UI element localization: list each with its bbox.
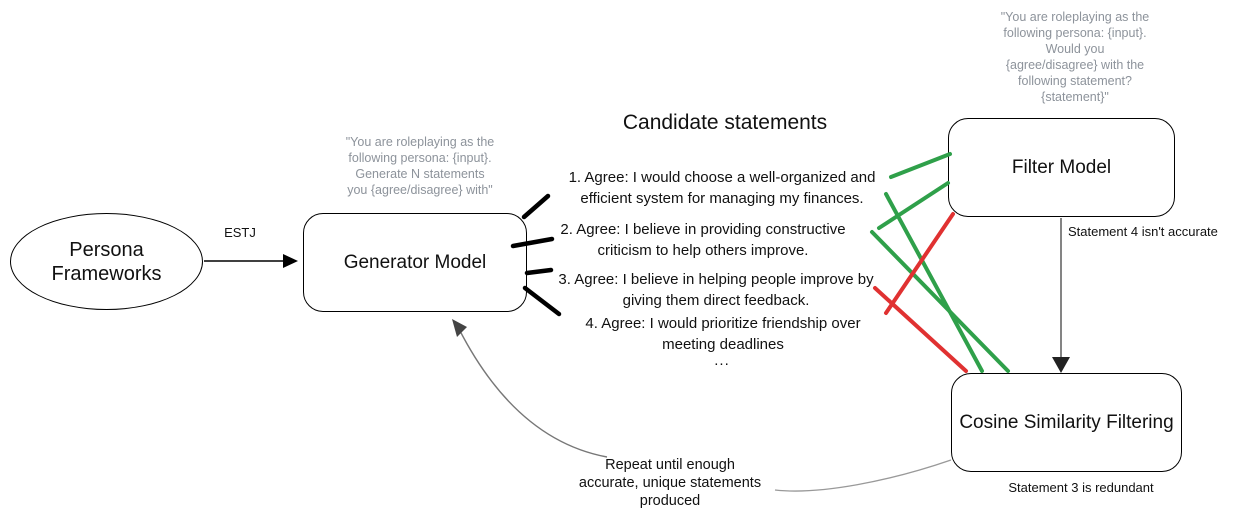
cosine-to-repeat-note-line: [774, 459, 952, 492]
candidate-statement-3: 3. Agree: I believe in helping people im…: [558, 271, 874, 309]
candidate-statements-ellipsis: ...: [714, 352, 730, 369]
candidate-statement-4: 4. Agree: I would prioritize friendship …: [585, 315, 861, 353]
filter-model-node: Filter Model: [948, 118, 1175, 217]
statement1-to-cosine-accept-line: [884, 192, 984, 373]
generator-prompt-text: "You are roleplaying as the following pe…: [345, 135, 495, 197]
generator-fan-stroke-1: [521, 193, 551, 220]
filter-verdict-label: Statement 4 isn't accurate: [1068, 224, 1218, 239]
cosine-filtering-label: Cosine Similarity Filtering: [959, 411, 1174, 433]
cosine-filtering-node: Cosine Similarity Filtering: [951, 373, 1182, 472]
filter-prompt-text: "You are roleplaying as the following pe…: [1000, 10, 1150, 104]
filter-model-label: Filter Model: [1011, 156, 1112, 178]
candidate-statement-2: 2. Agree: I believe in providing constru…: [560, 221, 846, 259]
persona-frameworks-label: Persona Frameworks: [51, 238, 162, 285]
persona-to-generator-arrowhead-icon: [283, 254, 298, 268]
statement1-to-filter-accept-line: [889, 152, 952, 179]
candidate-statement-1: 1. Agree: I would choose a well-organize…: [568, 169, 876, 207]
filter-rejects-statement4-line: [884, 212, 955, 315]
estj-edge-label: ESTJ: [224, 225, 256, 240]
cosine-verdict-label: Statement 3 is redundant: [1008, 480, 1154, 495]
generator-model-label: Generator Model: [343, 251, 487, 273]
candidate-statements-title: Candidate statements: [622, 111, 828, 134]
filter-to-cosine-arrowhead-icon: [1052, 357, 1070, 373]
repeat-note-text: Repeat until enough accurate, unique sta…: [578, 457, 762, 509]
persona-frameworks-node: Persona Frameworks: [10, 213, 203, 310]
generator-model-node: Generator Model: [303, 213, 527, 312]
repeat-loop-arrowhead-icon: [452, 319, 467, 337]
